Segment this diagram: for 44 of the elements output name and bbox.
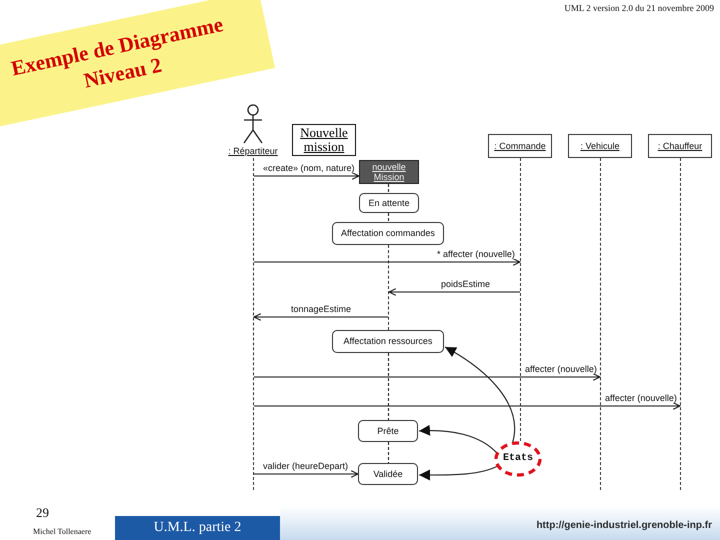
lifeline	[388, 442, 390, 463]
lifeline	[388, 353, 390, 420]
message-arrow	[254, 373, 601, 381]
footer-title-bar: U.M.L. partie 2	[115, 516, 280, 540]
message-label: affecter (nouvelle)	[604, 393, 678, 403]
lifeline	[600, 158, 601, 490]
object-box: : Chauffeur	[648, 134, 712, 158]
header-note: UML 2 version 2.0 du 21 novembre 2009	[564, 3, 714, 14]
lifeline	[680, 158, 681, 490]
actor-name: : Répartiteur	[228, 146, 278, 157]
message-label: valider (heureDepart)	[262, 461, 350, 471]
message-arrow	[253, 313, 388, 321]
message-label: poidsEstime	[440, 279, 492, 289]
message-label: «create» (nom, nature)	[262, 163, 356, 173]
object-box: nouvelle Mission	[359, 160, 419, 184]
lifeline	[520, 158, 521, 441]
arrow	[419, 465, 498, 481]
state-box: Affectation commandes	[332, 222, 444, 245]
arrow	[418, 425, 498, 454]
message-label: * affecter (nouvelle)	[436, 249, 516, 259]
state-box: Affectation ressources	[332, 330, 444, 353]
arrow	[444, 346, 515, 444]
message-label: affecter (nouvelle)	[524, 364, 598, 374]
page-number: 29	[36, 505, 49, 520]
message-arrow	[254, 470, 359, 478]
message-arrow	[254, 172, 360, 180]
title-text: Exemple de Diagramme Niveau 2	[8, 11, 226, 95]
state-callout: Etats	[494, 441, 542, 477]
state-box: Prête	[358, 420, 418, 442]
state-box: Validée	[358, 463, 418, 485]
object-box: : Commande	[488, 134, 552, 158]
object-box: : Vehicule	[568, 134, 632, 158]
message-arrow	[388, 288, 520, 296]
author-name: Michel Tollenaere	[33, 527, 92, 537]
message-label: tonnageEstime	[290, 304, 352, 314]
lifeline	[388, 184, 390, 193]
lifeline	[388, 213, 390, 222]
lifeline	[253, 158, 254, 490]
message-arrow	[254, 402, 681, 410]
state-box: En attente	[359, 193, 419, 213]
website-address: http://genie-industriel.grenoble-inp.fr	[536, 520, 712, 532]
lifeline	[388, 245, 389, 330]
message-arrow	[254, 258, 521, 266]
note-box: Nouvelle mission	[292, 124, 356, 156]
